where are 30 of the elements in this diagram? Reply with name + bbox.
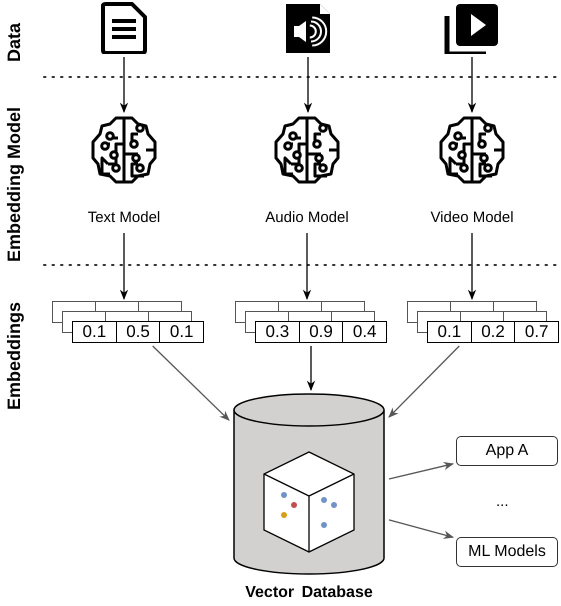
vector-value: 0.1 xyxy=(159,321,204,343)
arrow xyxy=(388,346,460,418)
arrow xyxy=(388,519,454,539)
vector-value: 0.1 xyxy=(72,321,117,343)
vector-value: 0.4 xyxy=(342,321,388,343)
arrow xyxy=(468,57,476,114)
vector-value: 0.2 xyxy=(470,321,516,343)
database-label: Vector Database xyxy=(244,584,374,602)
section-label: Embeddings xyxy=(4,302,25,410)
arrow xyxy=(304,57,312,114)
model-label: Audio Model xyxy=(264,209,350,226)
vector-value: 0.1 xyxy=(427,321,472,343)
model-label: Video Model xyxy=(429,209,515,226)
model-label: Text Model xyxy=(86,209,162,226)
arrow xyxy=(468,233,476,300)
vector-value: 0.7 xyxy=(514,321,560,343)
section-label: Data xyxy=(4,22,25,62)
arrow xyxy=(120,57,128,114)
arrow xyxy=(306,346,316,392)
output-box: ML Models xyxy=(456,537,558,567)
arrow xyxy=(152,346,230,421)
vector-value: 0.3 xyxy=(255,321,300,343)
vector-value: 0.9 xyxy=(298,321,344,343)
arrow xyxy=(120,233,128,300)
output-box: App A xyxy=(456,436,558,466)
vector-value: 0.5 xyxy=(116,321,160,343)
section-label: Embedding Model xyxy=(4,107,25,262)
ellipsis-text: ... xyxy=(496,493,509,510)
arrow xyxy=(388,462,454,480)
arrow xyxy=(302,233,312,300)
